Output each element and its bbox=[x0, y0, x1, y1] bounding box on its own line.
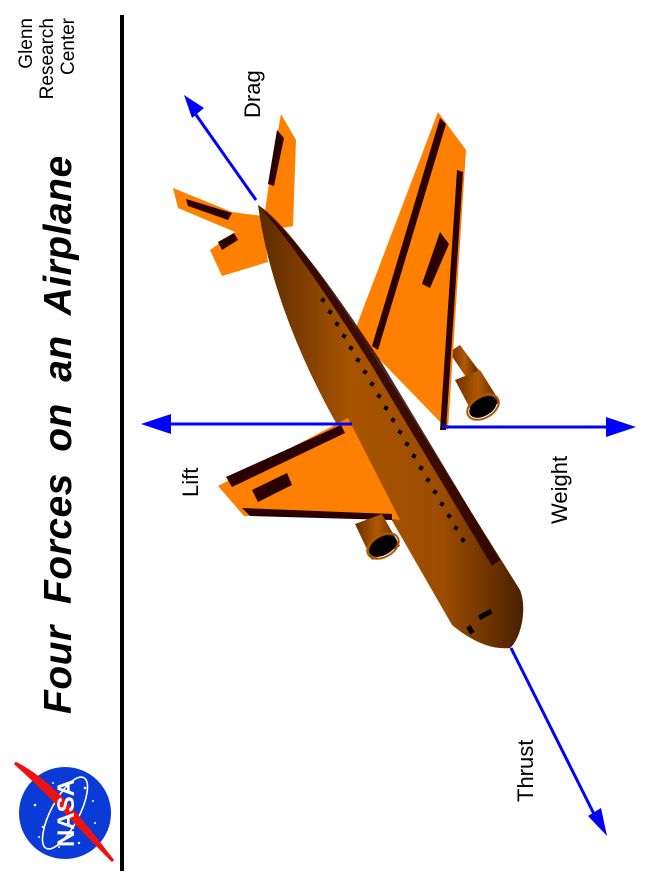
cockpit-window bbox=[477, 608, 493, 621]
left-engine bbox=[355, 514, 400, 560]
drag-label: Drag bbox=[240, 70, 265, 118]
left-wing bbox=[218, 418, 400, 520]
left-horizontal-stabilizer bbox=[173, 188, 268, 276]
thrust-arrow bbox=[509, 647, 607, 836]
svg-text:NASA: NASA bbox=[53, 779, 80, 847]
weight-label: Weight bbox=[547, 455, 572, 524]
window-row bbox=[320, 297, 466, 543]
fuselage bbox=[258, 205, 524, 649]
right-horizontal-stabilizer bbox=[262, 114, 296, 232]
cockpit-window bbox=[466, 625, 475, 635]
nasa-logo-icon: NASA bbox=[14, 761, 115, 863]
weight-arrow bbox=[442, 417, 636, 437]
lift-label: Lift bbox=[178, 467, 203, 497]
vertical-divider bbox=[120, 15, 124, 871]
drag-arrow bbox=[184, 95, 258, 201]
lift-arrow bbox=[141, 414, 352, 434]
right-engine bbox=[449, 345, 500, 421]
thrust-label: Thrust bbox=[513, 739, 538, 802]
right-wing bbox=[355, 112, 466, 430]
